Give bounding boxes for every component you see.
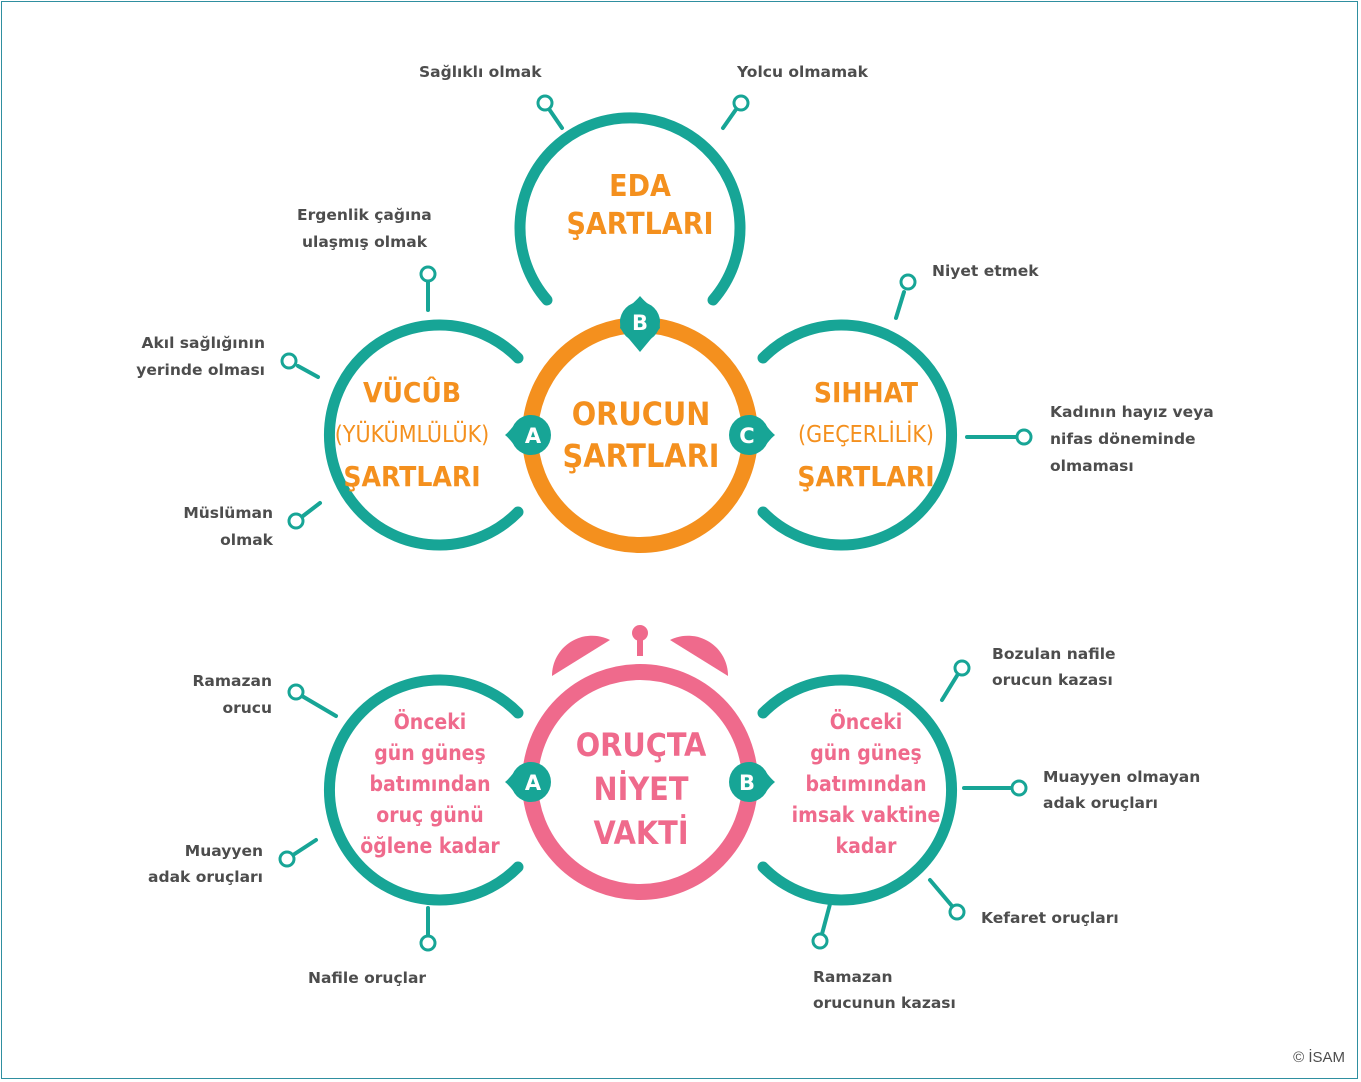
badge-a-bottom: A xyxy=(505,762,551,802)
label-kadin-1: Kadının hayız veya xyxy=(1050,403,1214,421)
bottom-left-line-2: gün güneş xyxy=(374,741,486,765)
orucun-title-2: ŞARTLARI xyxy=(563,437,720,475)
bottom-right-line-5: kadar xyxy=(836,834,898,858)
sihhat-title-3: ŞARTLARI xyxy=(797,460,934,493)
label-yolcu: Yolcu olmamak xyxy=(736,63,869,81)
bottom-right-line-4: imsak vaktine xyxy=(792,803,941,827)
bottom-connector-dots xyxy=(278,659,1028,952)
label-musluman-2: olmak xyxy=(220,531,274,549)
niyet-title-1: ORUÇTA xyxy=(576,726,707,764)
badge-a-bottom-label: A xyxy=(525,771,542,795)
badge-c-top: C xyxy=(729,415,775,455)
label-ramazan-kaza-2: orucunun kazası xyxy=(813,994,956,1012)
bottom-right-line-2: gün güneş xyxy=(810,741,922,765)
bottom-connectors xyxy=(291,672,1014,938)
sihhat-title-1: SIHHAT xyxy=(814,376,919,409)
eda-title-2: ŞARTLARI xyxy=(566,207,713,242)
label-ramazan-1: Ramazan xyxy=(192,672,272,690)
label-muayyen-2: adak oruçları xyxy=(148,868,263,886)
top-connectors xyxy=(296,106,1018,518)
badge-b-top-label: B xyxy=(632,311,648,335)
eda-ring xyxy=(514,112,746,306)
label-akil-2: yerinde olması xyxy=(136,361,265,379)
orucun-title-1: ORUCUN xyxy=(572,395,711,433)
label-ergenlik-1: Ergenlik çağına xyxy=(297,206,432,224)
label-muayyen-1: Muayyen xyxy=(185,842,263,860)
bottom-left-line-3: batımından xyxy=(369,772,490,796)
label-nafile: Nafile oruçlar xyxy=(308,969,426,987)
label-ramazan-kaza-1: Ramazan xyxy=(813,968,893,986)
sihhat-title-2: (GEÇERLİLİK) xyxy=(798,420,934,448)
eda-title-1: EDA xyxy=(609,169,671,204)
bottom-left-text: Önceki gün güneş batımından oruç günü öğ… xyxy=(360,709,500,858)
orucun-ring xyxy=(522,317,758,553)
sihhat-ring xyxy=(757,319,958,551)
label-bozulan-2: orucun kazası xyxy=(992,671,1113,689)
bottom-right-line-3: batımından xyxy=(805,772,926,796)
badge-c-top-label: C xyxy=(739,424,754,448)
label-saglikli: Sağlıklı olmak xyxy=(419,63,542,81)
bottom-right-line-1: Önceki xyxy=(830,709,903,734)
copyright-note: © İSAM xyxy=(1293,1049,1345,1066)
niyet-title-3: VAKTİ xyxy=(593,814,688,852)
bottom-left-line-1: Önceki xyxy=(394,709,467,734)
badge-b-bottom: B xyxy=(729,762,775,802)
label-musluman-1: Müslüman xyxy=(183,504,273,522)
label-akil-1: Akıl sağlığının xyxy=(141,334,265,352)
badge-a-top: A xyxy=(505,415,551,455)
label-muayyen-olmayan-1: Muayyen olmayan xyxy=(1043,768,1200,786)
niyet-title-2: NİYET xyxy=(594,770,689,808)
label-kadin-3: olmaması xyxy=(1050,457,1134,475)
alarm-clock-bells xyxy=(551,625,729,676)
badge-b-bottom-label: B xyxy=(739,771,755,795)
label-muayyen-olmayan-2: adak oruçları xyxy=(1043,794,1158,812)
vucub-title-2: (YÜKÜMLÜLÜK) xyxy=(335,420,490,448)
label-kefaret: Kefaret oruçları xyxy=(981,909,1119,927)
top-connector-dots xyxy=(280,94,1033,530)
vucub-ring xyxy=(323,319,524,551)
badge-a-top-label: A xyxy=(525,424,542,448)
label-bozulan-1: Bozulan nafile xyxy=(992,645,1116,663)
label-ramazan-2: orucu xyxy=(222,699,272,717)
badge-b-top: B xyxy=(620,296,660,352)
bottom-left-line-5: öğlene kadar xyxy=(360,834,500,858)
bottom-left-line-4: oruç günü xyxy=(376,803,483,827)
label-kadin-2: nifas döneminde xyxy=(1050,430,1196,448)
vucub-title-3: ŞARTLARI xyxy=(343,460,480,493)
bottom-right-text: Önceki gün güneş batımından imsak vaktin… xyxy=(792,709,941,858)
bottom-right-ring xyxy=(757,674,958,906)
vucub-title-1: VÜCÛB xyxy=(363,375,461,409)
label-ergenlik-2: ulaşmış olmak xyxy=(302,233,428,251)
label-niyet: Niyet etmek xyxy=(932,262,1039,280)
bottom-left-ring xyxy=(323,674,524,906)
